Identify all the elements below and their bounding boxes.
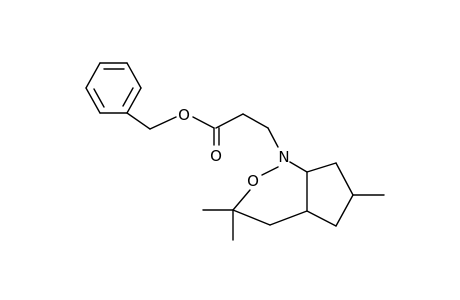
ester-chain [126, 112, 279, 148]
bond [85, 62, 101, 89]
ring-oxygen-label: O [247, 172, 259, 190]
double-bond-inner [122, 87, 134, 107]
bond [306, 210, 337, 227]
bond [232, 189, 251, 211]
bond [149, 116, 177, 130]
bond [261, 166, 279, 176]
bond [192, 116, 215, 129]
cyclopentane-ring [306, 162, 385, 227]
ester-oxygen-label: O [178, 106, 190, 124]
bond [335, 194, 354, 227]
gem-dimethyl [202, 209, 234, 241]
bond [267, 127, 279, 148]
bond [289, 161, 308, 173]
bond [242, 113, 269, 129]
double-bond-inner [93, 88, 105, 108]
bond [335, 162, 354, 196]
bond [126, 112, 151, 130]
atom-labels: O O N O [178, 106, 290, 190]
bond [306, 162, 337, 173]
oxazine-ring [232, 161, 308, 226]
benzene-ring [85, 62, 142, 114]
bond [126, 87, 142, 114]
bond [85, 87, 101, 114]
bond [269, 210, 308, 226]
bond [232, 209, 271, 226]
ring-nitrogen-label: N [278, 148, 289, 166]
bond [215, 113, 244, 129]
bond [126, 62, 142, 89]
carbonyl-oxygen-label: O [210, 147, 222, 165]
